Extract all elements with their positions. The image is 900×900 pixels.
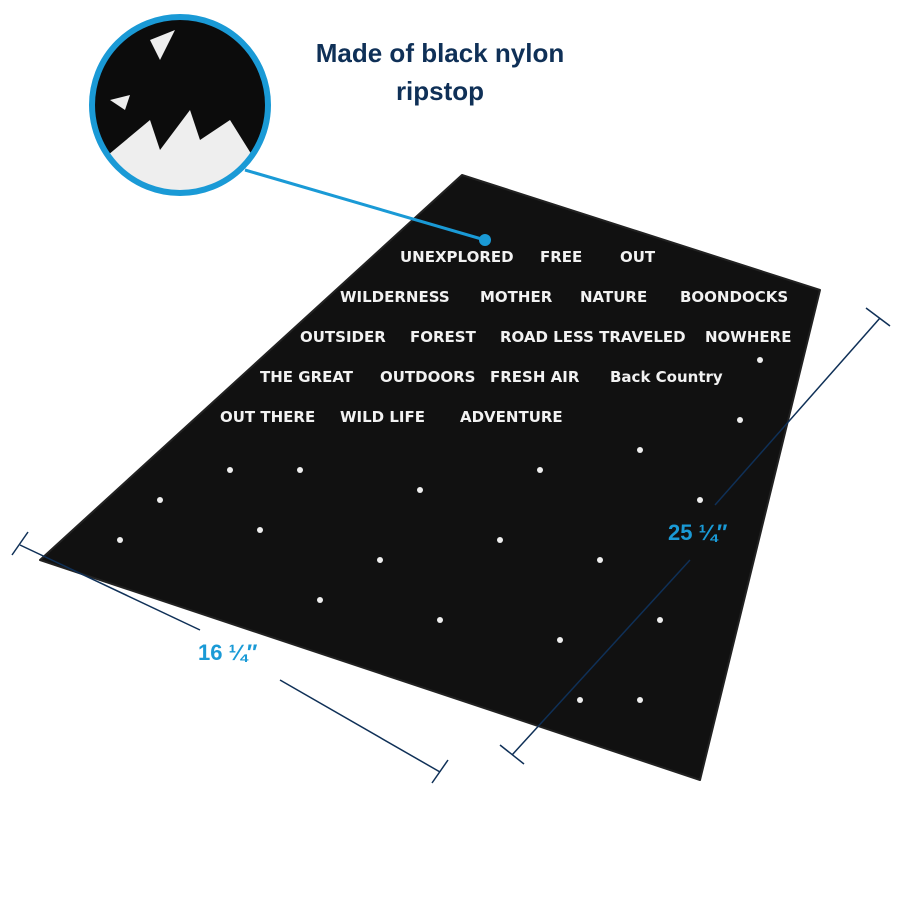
pattern-dot: [537, 467, 543, 473]
pattern-dot: [557, 637, 563, 643]
caption-line-2: ripstop: [395, 76, 485, 106]
pattern-word: WILD LIFE: [340, 408, 425, 426]
mat-print-pattern: UNEXPLORED WILDERNESS FREE MOTHER NATURE BOON…: [117, 248, 791, 703]
pattern-dot: [597, 557, 603, 563]
pattern-word: Back Country: [610, 368, 723, 386]
pattern-word: MOTHER: [480, 288, 553, 306]
sit-pad-mat: UNEXPLORED WILDERNESS FREE MOTHER NATURE BOON…: [39, 174, 821, 781]
pattern-word: FREE: [540, 248, 582, 266]
pattern-word: BOONDOCKS: [680, 288, 788, 306]
pattern-dot: [417, 487, 423, 493]
pattern-word: FOREST: [410, 328, 477, 346]
pattern-word: THE GREAT: [260, 368, 354, 386]
width-label: 16 ¼″: [198, 640, 258, 665]
pattern-dot: [317, 597, 323, 603]
pattern-dot: [227, 467, 233, 473]
pattern-dot: [257, 527, 263, 533]
pattern-word: NOWHERE: [705, 328, 791, 346]
pattern-dot: [497, 537, 503, 543]
pattern-dot: [697, 497, 703, 503]
pattern-word: NATURE: [580, 288, 647, 306]
material-caption: Made of black nylon ripstop: [290, 34, 590, 110]
pattern-word: ROAD LESS TRAVELED: [500, 328, 686, 346]
length-label: 25 ¼″: [668, 520, 728, 545]
pattern-dot: [157, 497, 163, 503]
pattern-word: OUT THERE: [220, 408, 315, 426]
width-dimension-line: [11, 531, 449, 784]
pattern-dot: [757, 357, 763, 363]
pattern-dot: [657, 617, 663, 623]
pattern-word: OUT: [620, 248, 656, 266]
pattern-word: FRESH AIR: [490, 368, 580, 386]
pattern-word: ADVENTURE: [460, 408, 563, 426]
pattern-dot: [117, 537, 123, 543]
pattern-dot: [737, 417, 743, 423]
pattern-dot: [637, 697, 643, 703]
pattern-word: WILDERNESS: [340, 288, 450, 306]
pattern-word: OUTDOORS: [380, 368, 475, 386]
caption-line-1: Made of black nylon: [315, 38, 565, 68]
pattern-dot: [377, 557, 383, 563]
length-dimension-line: [499, 307, 891, 765]
pattern-dot: [437, 617, 443, 623]
pattern-dot: [637, 447, 643, 453]
pattern-word: UNEXPLORED: [400, 248, 514, 266]
pattern-word: OUTSIDER: [300, 328, 386, 346]
pattern-dot: [577, 697, 583, 703]
pattern-dot: [297, 467, 303, 473]
